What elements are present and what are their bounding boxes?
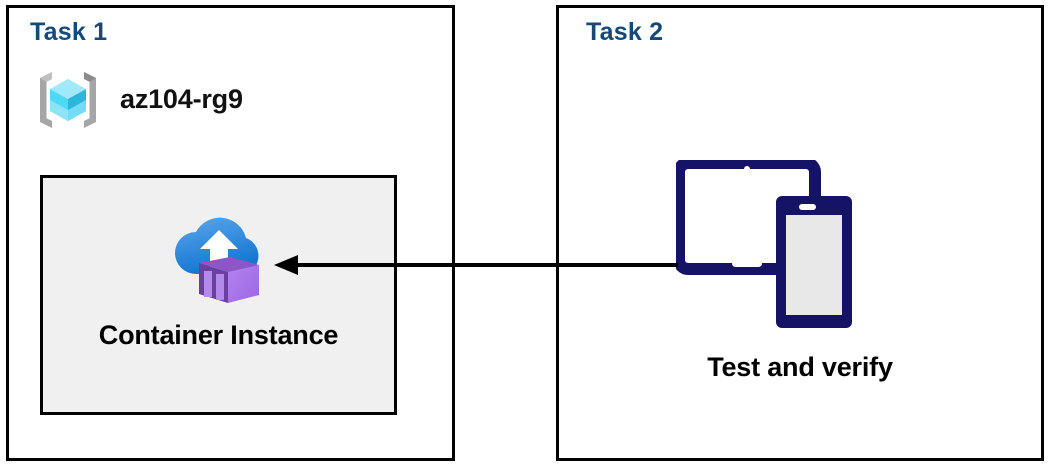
flow-arrow bbox=[270, 248, 680, 282]
resource-group-label: az104-rg9 bbox=[120, 84, 243, 114]
container-instance-label: Container Instance bbox=[98, 320, 339, 350]
task-2-heading: Task 2 bbox=[586, 18, 664, 46]
azure-container-instance-icon bbox=[166, 202, 272, 308]
test-and-verify-label: Test and verify bbox=[707, 352, 893, 382]
container-instance-box: Container Instance bbox=[40, 175, 397, 415]
resource-group-row: az104-rg9 bbox=[32, 62, 332, 137]
devices-tablet-phone-icon bbox=[673, 157, 876, 335]
task-1-heading: Task 1 bbox=[30, 18, 108, 46]
azure-resource-group-icon bbox=[32, 64, 104, 136]
